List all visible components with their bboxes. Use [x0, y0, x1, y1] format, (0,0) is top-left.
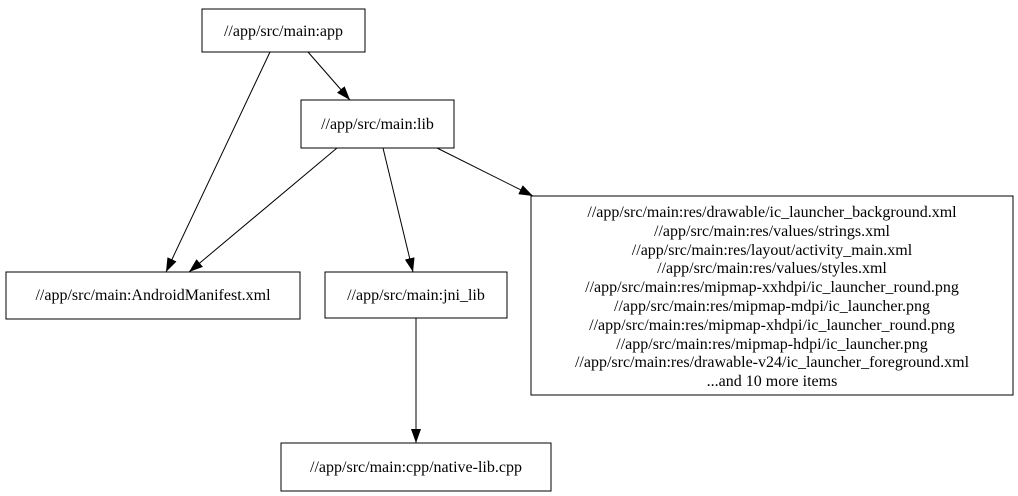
resources-line: //app/src/main:res/mipmap-mdpi/ic_launch… [614, 298, 930, 315]
node-jni-lib-box [324, 271, 508, 319]
node-app: //app/src/main:app [201, 8, 366, 53]
node-lib-label: //app/src/main:lib [321, 116, 434, 133]
node-resources-group-box [530, 195, 1014, 396]
node-app-box [201, 8, 366, 53]
resources-line: //app/src/main:res/drawable/ic_launcher_… [587, 204, 957, 221]
resources-line: //app/src/main:res/drawable-v24/ic_launc… [575, 354, 970, 371]
node-native-lib-box [280, 442, 552, 492]
resources-line: //app/src/main:res/values/strings.xml [654, 223, 891, 240]
node-native-lib-label: //app/src/main:cpp/native-lib.cpp [310, 459, 522, 476]
node-app-label: //app/src/main:app [224, 23, 343, 40]
node-lib-box [300, 99, 455, 149]
resources-line: //app/src/main:res/mipmap-hdpi/ic_launch… [616, 336, 927, 353]
node-android-manifest-label: //app/src/main:AndroidManifest.xml [35, 287, 271, 304]
resources-line: //app/src/main:res/layout/activity_main.… [632, 242, 913, 259]
node-jni-lib: //app/src/main:jni_lib [324, 271, 508, 319]
resources-line: ...and 10 more items [707, 373, 838, 390]
node-lib: //app/src/main:lib [300, 99, 455, 149]
edge-app-to-lib [307, 51, 351, 101]
node-android-manifest-box [5, 271, 301, 320]
node-android-manifest: //app/src/main:AndroidManifest.xml [5, 271, 301, 320]
edge-lib-to-resources [436, 147, 534, 197]
node-jni-lib-label: //app/src/main:jni_lib [347, 287, 485, 304]
resources-line: //app/src/main:res/mipmap-xxhdpi/ic_laun… [585, 279, 959, 296]
edge-lib-to-jni-lib [382, 147, 415, 273]
node-resources-group: //app/src/main:res/drawable/ic_launcher_… [530, 195, 1014, 396]
edge-app-to-manifest [165, 51, 271, 273]
resources-line: //app/src/main:res/mipmap-xhdpi/ic_launc… [589, 317, 955, 334]
edge-lib-to-manifest [188, 147, 338, 273]
node-native-lib: //app/src/main:cpp/native-lib.cpp [280, 442, 552, 492]
resources-line: //app/src/main:res/values/styles.xml [657, 260, 887, 277]
